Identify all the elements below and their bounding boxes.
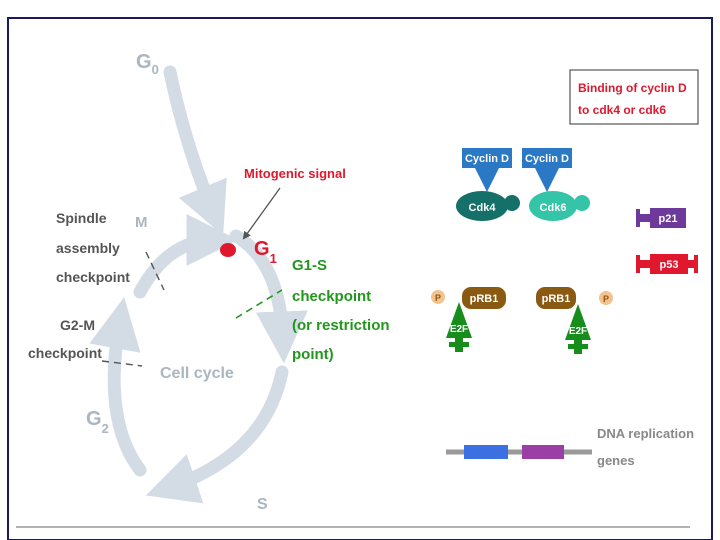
cyclin-d-box-2 <box>522 148 572 168</box>
svg-text:checkpoint: checkpoint <box>292 288 371 305</box>
phase-s-label: S <box>257 496 268 513</box>
g1s-checkpoint-label: G1-S checkpoint (or restriction point) <box>292 257 390 363</box>
cycle-arrows <box>89 65 308 504</box>
svg-text:P: P <box>435 293 441 303</box>
phase-g0-label: G0 <box>136 51 159 77</box>
g2m-checkpoint-label: G2-M checkpoint <box>28 317 102 361</box>
svg-text:checkpoint: checkpoint <box>28 345 102 361</box>
phase-m-label: M <box>135 214 148 231</box>
svg-text:P: P <box>603 294 609 304</box>
cdk4-notch <box>504 195 520 211</box>
p21-inhibitor: p21 <box>636 208 686 228</box>
binding-note-line2: to cdk4 or cdk6 <box>578 103 666 117</box>
dna-label-line2: genes <box>597 453 635 468</box>
g1-to-s-arrow <box>229 229 308 364</box>
cdk6-notch <box>574 195 590 211</box>
svg-text:Cdk6: Cdk6 <box>540 202 567 214</box>
svg-text:point): point) <box>292 346 334 363</box>
slide-frame <box>7 17 713 540</box>
svg-text:pRB1: pRB1 <box>542 293 571 305</box>
g2-to-m-arrow <box>89 296 147 477</box>
m-to-g1-arrow <box>133 214 239 299</box>
dna-label-line1: DNA replication <box>597 426 694 441</box>
cell-cycle-label: Cell cycle <box>160 365 234 382</box>
cyclin-d-cdk4-complex: Cyclin D Cdk4 <box>456 148 520 221</box>
svg-text:pRB1: pRB1 <box>470 293 499 305</box>
svg-text:E2F: E2F <box>569 326 587 337</box>
svg-text:Cyclin D: Cyclin D <box>525 153 569 165</box>
prb1-right-shape <box>536 287 576 309</box>
svg-text:G1-S: G1-S <box>292 257 327 274</box>
binding-note-line1: Binding of cyclin D <box>578 81 687 95</box>
svg-text:G2-M: G2-M <box>60 317 95 333</box>
svg-text:p21: p21 <box>659 213 678 225</box>
svg-text:(or restriction: (or restriction <box>292 317 390 334</box>
phase-g1-label: G1 <box>254 238 277 266</box>
spindle-checkpoint-label: Spindle assembly checkpoint <box>56 210 130 285</box>
phosphate-right <box>599 291 613 305</box>
g1s-checkpoint-marker <box>235 289 283 319</box>
prb1-e2f-complex-left: P pRB1 E2F <box>431 287 506 352</box>
e2f-right-shape <box>565 304 591 340</box>
svg-text:checkpoint: checkpoint <box>56 269 130 285</box>
gene-block-purple <box>522 445 564 459</box>
s-to-g2-arrow <box>145 365 289 504</box>
prb1-left-shape <box>462 287 506 309</box>
cdk6-shape <box>529 191 577 221</box>
phosphate-left <box>431 290 445 304</box>
g1-position-marker <box>220 243 236 257</box>
svg-text:p53: p53 <box>660 259 679 271</box>
cdk4-shape <box>456 191 508 221</box>
mitogenic-signal-label: Mitogenic signal <box>244 166 346 181</box>
e2f-left-shape <box>446 302 472 338</box>
cyclin-d-cdk6-complex: Cyclin D Cdk6 <box>522 148 590 221</box>
dna-replication-genes: DNA replication genes <box>446 426 694 468</box>
binding-note-box <box>569 69 699 125</box>
gene-block-blue <box>464 445 508 459</box>
svg-text:E2F: E2F <box>450 324 468 335</box>
p53-protein: p53 <box>636 254 698 274</box>
phase-g2-label: G2 <box>86 408 109 436</box>
svg-text:Cdk4: Cdk4 <box>469 202 497 214</box>
g0-to-g1-arrow <box>163 65 227 236</box>
svg-text:Cyclin D: Cyclin D <box>465 153 509 165</box>
svg-text:Spindle: Spindle <box>56 210 107 226</box>
cyclin-d-box-1 <box>462 148 512 168</box>
g2m-checkpoint-marker <box>101 360 143 367</box>
mitogenic-signal-arrow <box>242 187 281 240</box>
svg-text:assembly: assembly <box>56 240 120 256</box>
prb1-e2f-complex-right: pRB1 P E2F <box>536 287 613 354</box>
